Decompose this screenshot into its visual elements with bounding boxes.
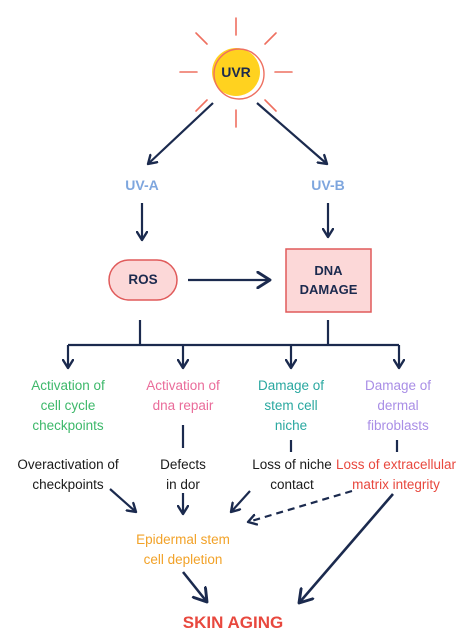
branch-activation-dna-repair: Activation of dna repair <box>133 376 233 416</box>
arrow-loss-ecm-to-depletion-dashed <box>248 489 353 522</box>
uvr-label: UVR <box>221 64 251 80</box>
arrow-uvr-to-uvb <box>256 102 327 164</box>
dna-damage-line-2: DAMAGE <box>299 282 358 297</box>
consequence-defects: Defects in dor <box>145 455 221 495</box>
dna-damage-box <box>285 248 372 313</box>
skin-aging-title: SKIN AGING <box>182 613 284 632</box>
arrow-uvr-to-uva <box>148 102 214 164</box>
sun-rays <box>179 17 293 128</box>
arrow-loss-ecm-to-skin-aging <box>299 493 394 603</box>
consequence-4-line-1: Loss of extracellular <box>335 457 457 472</box>
branch-3-line-2: stem cell <box>264 398 318 413</box>
consequence-3-line-1: Loss of niche <box>252 457 332 472</box>
consequence-1-line-2: checkpoints <box>32 477 104 492</box>
arrow-overactivation-to-depletion <box>109 488 136 512</box>
depletion-line-1: Epidermal stem <box>136 532 230 547</box>
branch-4-line-2: dermal <box>377 398 419 413</box>
branch-activation-cell-cycle: Activation of cell cycle checkpoints <box>8 376 128 436</box>
consequence-2-line-2: in dor <box>166 477 200 492</box>
dna-damage-label: DNA DAMAGE <box>286 261 371 299</box>
consequence-overactivation: Overactivation of checkpoints <box>2 455 134 495</box>
dna-damage-line-1: DNA <box>314 263 343 278</box>
consequence-3-line-2: contact <box>270 477 314 492</box>
branch-3-line-1: Damage of <box>257 378 325 393</box>
epidermal-stem-cell-depletion: Epidermal stem cell depletion <box>115 530 251 570</box>
consequence-loss-ecm: Loss of extracellular matrix integrity <box>325 455 467 495</box>
branch-1-line-3: checkpoints <box>32 418 104 433</box>
branch-damage-dermal-fibroblasts: Damage of dermal fibroblasts <box>350 376 446 436</box>
branch-1-line-2: cell cycle <box>40 398 96 413</box>
ros-label: ROS <box>128 272 158 287</box>
uva-label: UV-A <box>125 177 159 193</box>
consequence-2-line-1: Defects <box>160 457 206 472</box>
branch-4-line-1: Damage of <box>364 378 432 393</box>
branch-1-line-1: Activation of <box>31 378 105 393</box>
branch-3-line-3: niche <box>274 418 308 433</box>
arrow-depletion-to-skin-aging <box>181 571 207 602</box>
consequence-4-line-2: matrix integrity <box>352 477 440 492</box>
branch-damage-stem-cell-niche: Damage of stem cell niche <box>246 376 336 436</box>
branch-4-line-3: fibroblasts <box>367 418 429 433</box>
arrow-loss-niche-to-depletion <box>231 490 251 512</box>
depletion-line-2: cell depletion <box>143 552 223 567</box>
sun-outline <box>213 48 265 100</box>
sun-icon <box>212 48 260 96</box>
consequence-loss-niche: Loss of niche contact <box>240 455 344 495</box>
branch-2-line-2: dna repair <box>152 398 214 413</box>
consequence-1-line-1: Overactivation of <box>17 457 119 472</box>
ros-box <box>108 259 178 301</box>
consequence-connectors <box>181 425 399 452</box>
uvb-label: UV-B <box>311 177 345 193</box>
branch-connectors <box>68 320 399 347</box>
branch-2-line-1: Activation of <box>146 378 220 393</box>
